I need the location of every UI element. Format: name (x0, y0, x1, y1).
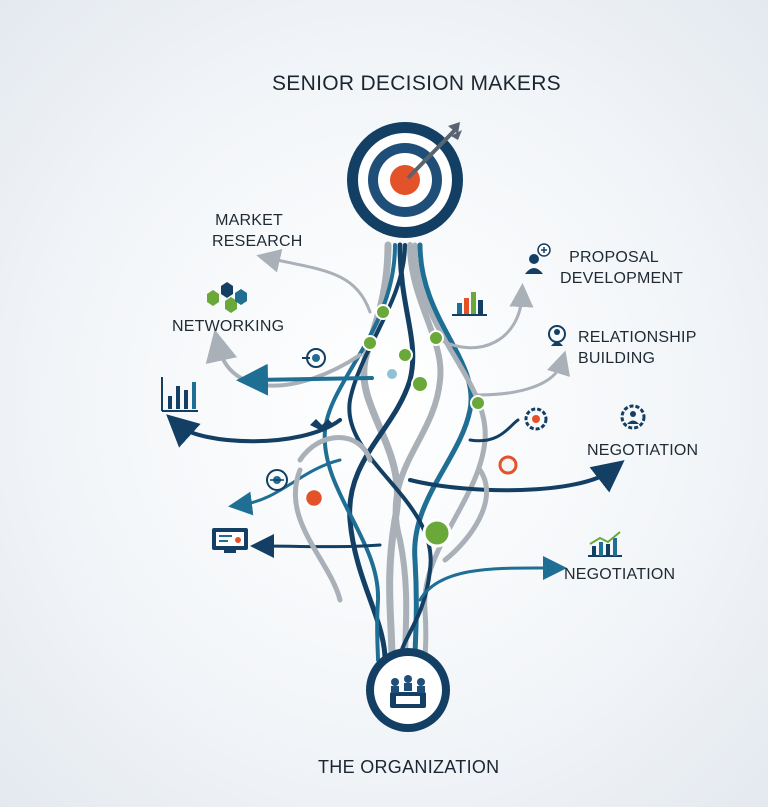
monitor-icon (212, 528, 248, 553)
node (362, 335, 378, 351)
node (375, 304, 391, 320)
person-gear-icon (620, 404, 646, 430)
footer-title: THE ORGANIZATION (318, 757, 500, 777)
page-title: SENIOR DECISION MAKERS (272, 72, 561, 95)
label-networking: NETWORKING (172, 318, 285, 335)
hexagon-network-icon (207, 282, 247, 313)
label-line: RESEARCH (212, 233, 303, 250)
label-line: PROPOSAL (569, 249, 659, 266)
node (428, 330, 444, 346)
label-market-research: MARKET RESEARCH (212, 210, 303, 252)
node (385, 367, 399, 381)
label-line: BUILDING (578, 350, 656, 367)
person-with-plus-icon (525, 243, 551, 274)
label-line: RELATIONSHIP (578, 329, 697, 346)
growth-chart-icon (588, 531, 622, 557)
label-negotiation-lower: NEGOTIATION (564, 566, 676, 583)
label-line: DEVELOPMENT (560, 270, 684, 287)
label-line: MARKET (215, 212, 283, 229)
colored-bar-chart-icon (452, 292, 487, 316)
gear-icon (524, 407, 548, 431)
target-small-icon (302, 348, 326, 368)
node (397, 347, 413, 363)
label-relationship-building: RELATIONSHIP BUILDING (578, 327, 697, 369)
team-meeting-icon (366, 648, 450, 732)
node (303, 487, 325, 509)
label-negotiation-upper: NEGOTIATION (587, 442, 699, 459)
node (411, 375, 429, 393)
node (422, 518, 452, 548)
trunk-strand (412, 242, 474, 663)
trunk-strand (347, 242, 416, 663)
bar-chart-icon (161, 377, 198, 412)
person-badge-icon (548, 325, 566, 346)
compass-icon (266, 469, 288, 491)
node (470, 395, 486, 411)
target-with-arrow-icon (347, 122, 463, 238)
handshake-icon (310, 419, 332, 431)
node (498, 455, 518, 475)
label-proposal-development: PROPOSAL DEVELOPMENT (560, 247, 684, 289)
trunk-strand (392, 242, 444, 663)
trunk-strand (347, 243, 433, 662)
